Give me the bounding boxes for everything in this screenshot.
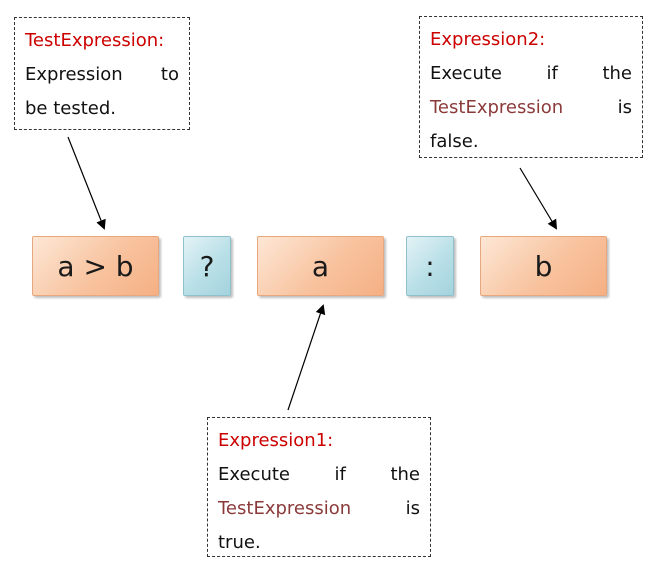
arrow-test-expression — [67, 136, 106, 230]
callout-word: the — [390, 464, 420, 485]
callout-line: TestExpression is — [430, 91, 632, 125]
callout-expression1: Expression1: Execute if the TestExpressi… — [207, 417, 431, 557]
callout-word: is — [405, 498, 420, 519]
token-colon: : — [406, 236, 454, 296]
callout-word: Execute — [430, 63, 502, 84]
callout-keyword: TestExpression — [430, 97, 564, 118]
arrow-expression2 — [519, 167, 558, 230]
callout-title: Expression1: — [218, 430, 334, 451]
token-condition: a > b — [32, 236, 159, 296]
callout-word: be tested. — [25, 98, 117, 119]
callout-word: the — [602, 63, 632, 84]
callout-expression2: Expression2: Execute if the TestExpressi… — [419, 16, 643, 158]
callout-word: false. — [430, 131, 479, 152]
callout-keyword: TestExpression — [218, 498, 352, 519]
callout-title: Expression2: — [430, 29, 546, 50]
callout-word: if — [546, 63, 558, 84]
callout-word: to — [160, 64, 179, 85]
callout-word: Expression — [25, 64, 123, 85]
callout-line: TestExpression is — [218, 492, 420, 526]
callout-line: true. — [218, 526, 420, 560]
token-false-value: b — [480, 236, 607, 296]
callout-word: is — [617, 97, 632, 118]
callout-word: Execute — [218, 464, 290, 485]
callout-line: Execute if the — [218, 458, 420, 492]
callout-line: Execute if the — [430, 57, 632, 91]
callout-word: true. — [218, 532, 261, 553]
callout-line: false. — [430, 125, 632, 159]
token-true-value: a — [257, 236, 384, 296]
callout-line: be tested. — [25, 92, 179, 126]
callout-line: Expression to — [25, 58, 179, 92]
callout-title: TestExpression: — [25, 30, 165, 51]
arrow-expression1 — [287, 304, 326, 411]
callout-test-expression: TestExpression: Expression to be tested. — [14, 17, 190, 130]
callout-word: if — [334, 464, 346, 485]
token-question-mark: ? — [183, 236, 231, 296]
